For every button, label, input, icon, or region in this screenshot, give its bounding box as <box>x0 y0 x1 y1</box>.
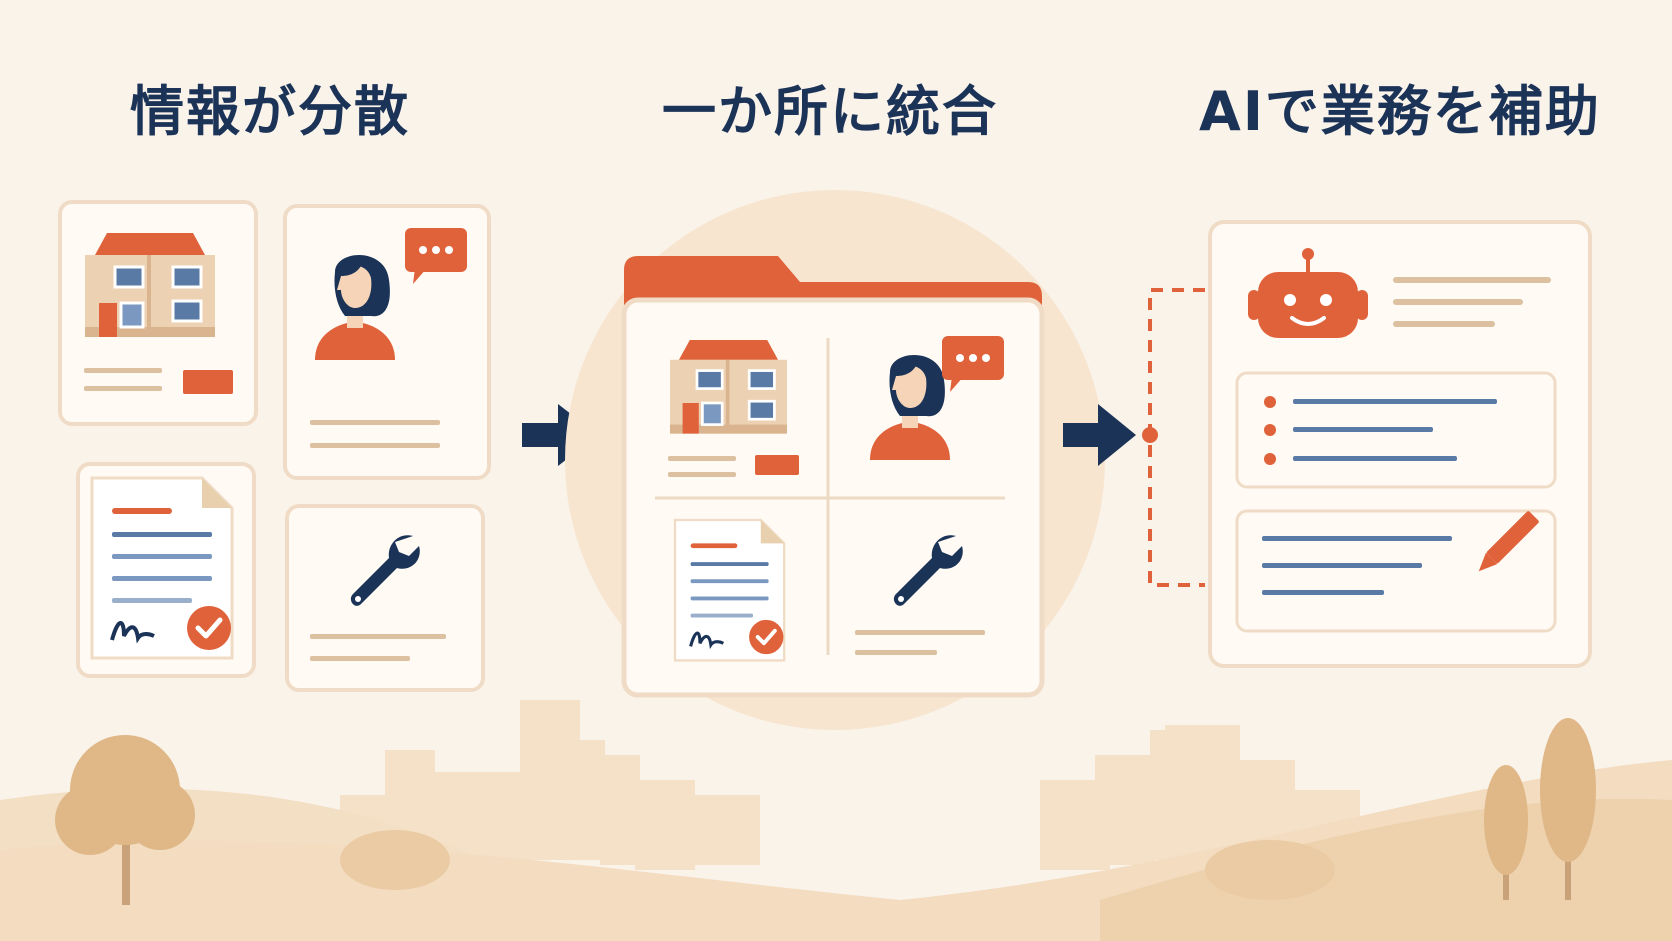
title-ai-assist: AIで業務を補助 <box>1199 80 1601 143</box>
arrow-right-icon <box>1063 404 1136 466</box>
title-scattered: 情報が分散 <box>130 80 410 143</box>
robot-icon <box>1248 248 1368 338</box>
hill-right <box>1100 798 1672 941</box>
ai-panel <box>1208 220 1592 668</box>
ai-checklist-box <box>1235 371 1557 489</box>
title-integrated: 一か所に統合 <box>662 80 998 143</box>
bush-left <box>340 830 450 890</box>
city-skyline-left <box>340 700 760 870</box>
card-contract <box>76 462 256 678</box>
scattered-cards <box>58 200 491 692</box>
card-customer <box>283 204 491 480</box>
tree-right <box>1484 718 1596 900</box>
pencil-icon <box>1478 511 1539 572</box>
bush-right <box>1205 840 1335 900</box>
document-icon <box>92 478 232 658</box>
document-icon <box>673 518 787 663</box>
ai-draft-box <box>1235 509 1557 633</box>
integrated-folder <box>565 190 1105 730</box>
house-icon <box>668 338 789 435</box>
card-property <box>58 200 258 426</box>
tree-left <box>55 735 195 905</box>
connector-dashed <box>1142 288 1205 587</box>
card-maintenance <box>285 504 485 692</box>
house-icon <box>83 231 217 339</box>
